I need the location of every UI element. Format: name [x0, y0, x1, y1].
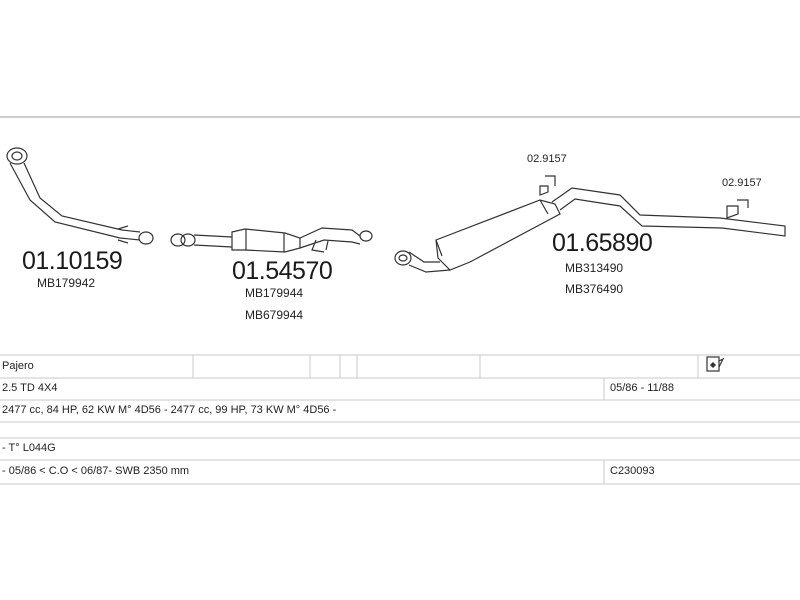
specs-cell: 2477 cc, 84 HP, 62 KW M° 4D56 - 2477 cc,…: [2, 404, 337, 416]
clamp-label: 02.9157: [527, 153, 567, 165]
years-cell: 05/86 - 11/88: [610, 382, 675, 394]
oe-number: MB179942: [37, 276, 96, 290]
center-pipe-drawing: [170, 227, 373, 253]
part-number[interactable]: 01.54570: [232, 257, 333, 285]
oe-number: MB179944: [245, 286, 304, 300]
model-cell: Pajero: [2, 360, 34, 372]
document-icon[interactable]: [706, 356, 724, 372]
part-number[interactable]: 01.65890: [552, 229, 653, 257]
engine-cell: 2.5 TD 4X4: [2, 382, 58, 394]
rear-silencer-drawing: [394, 175, 786, 273]
oe-number: MB376490: [565, 282, 624, 296]
oe-number: MB313490: [565, 261, 624, 275]
part-number[interactable]: 01.10159: [22, 247, 123, 275]
type-cell: - T° L044G: [2, 442, 56, 454]
oe-number: MB679944: [245, 308, 304, 322]
code-cell: C230093: [610, 465, 655, 477]
notes-cell: - 05/86 < C.O < 06/87- SWB 2350 mm: [2, 465, 190, 477]
front-pipe-drawing: [6, 147, 154, 245]
clamp-label: 02.9157: [722, 177, 762, 189]
